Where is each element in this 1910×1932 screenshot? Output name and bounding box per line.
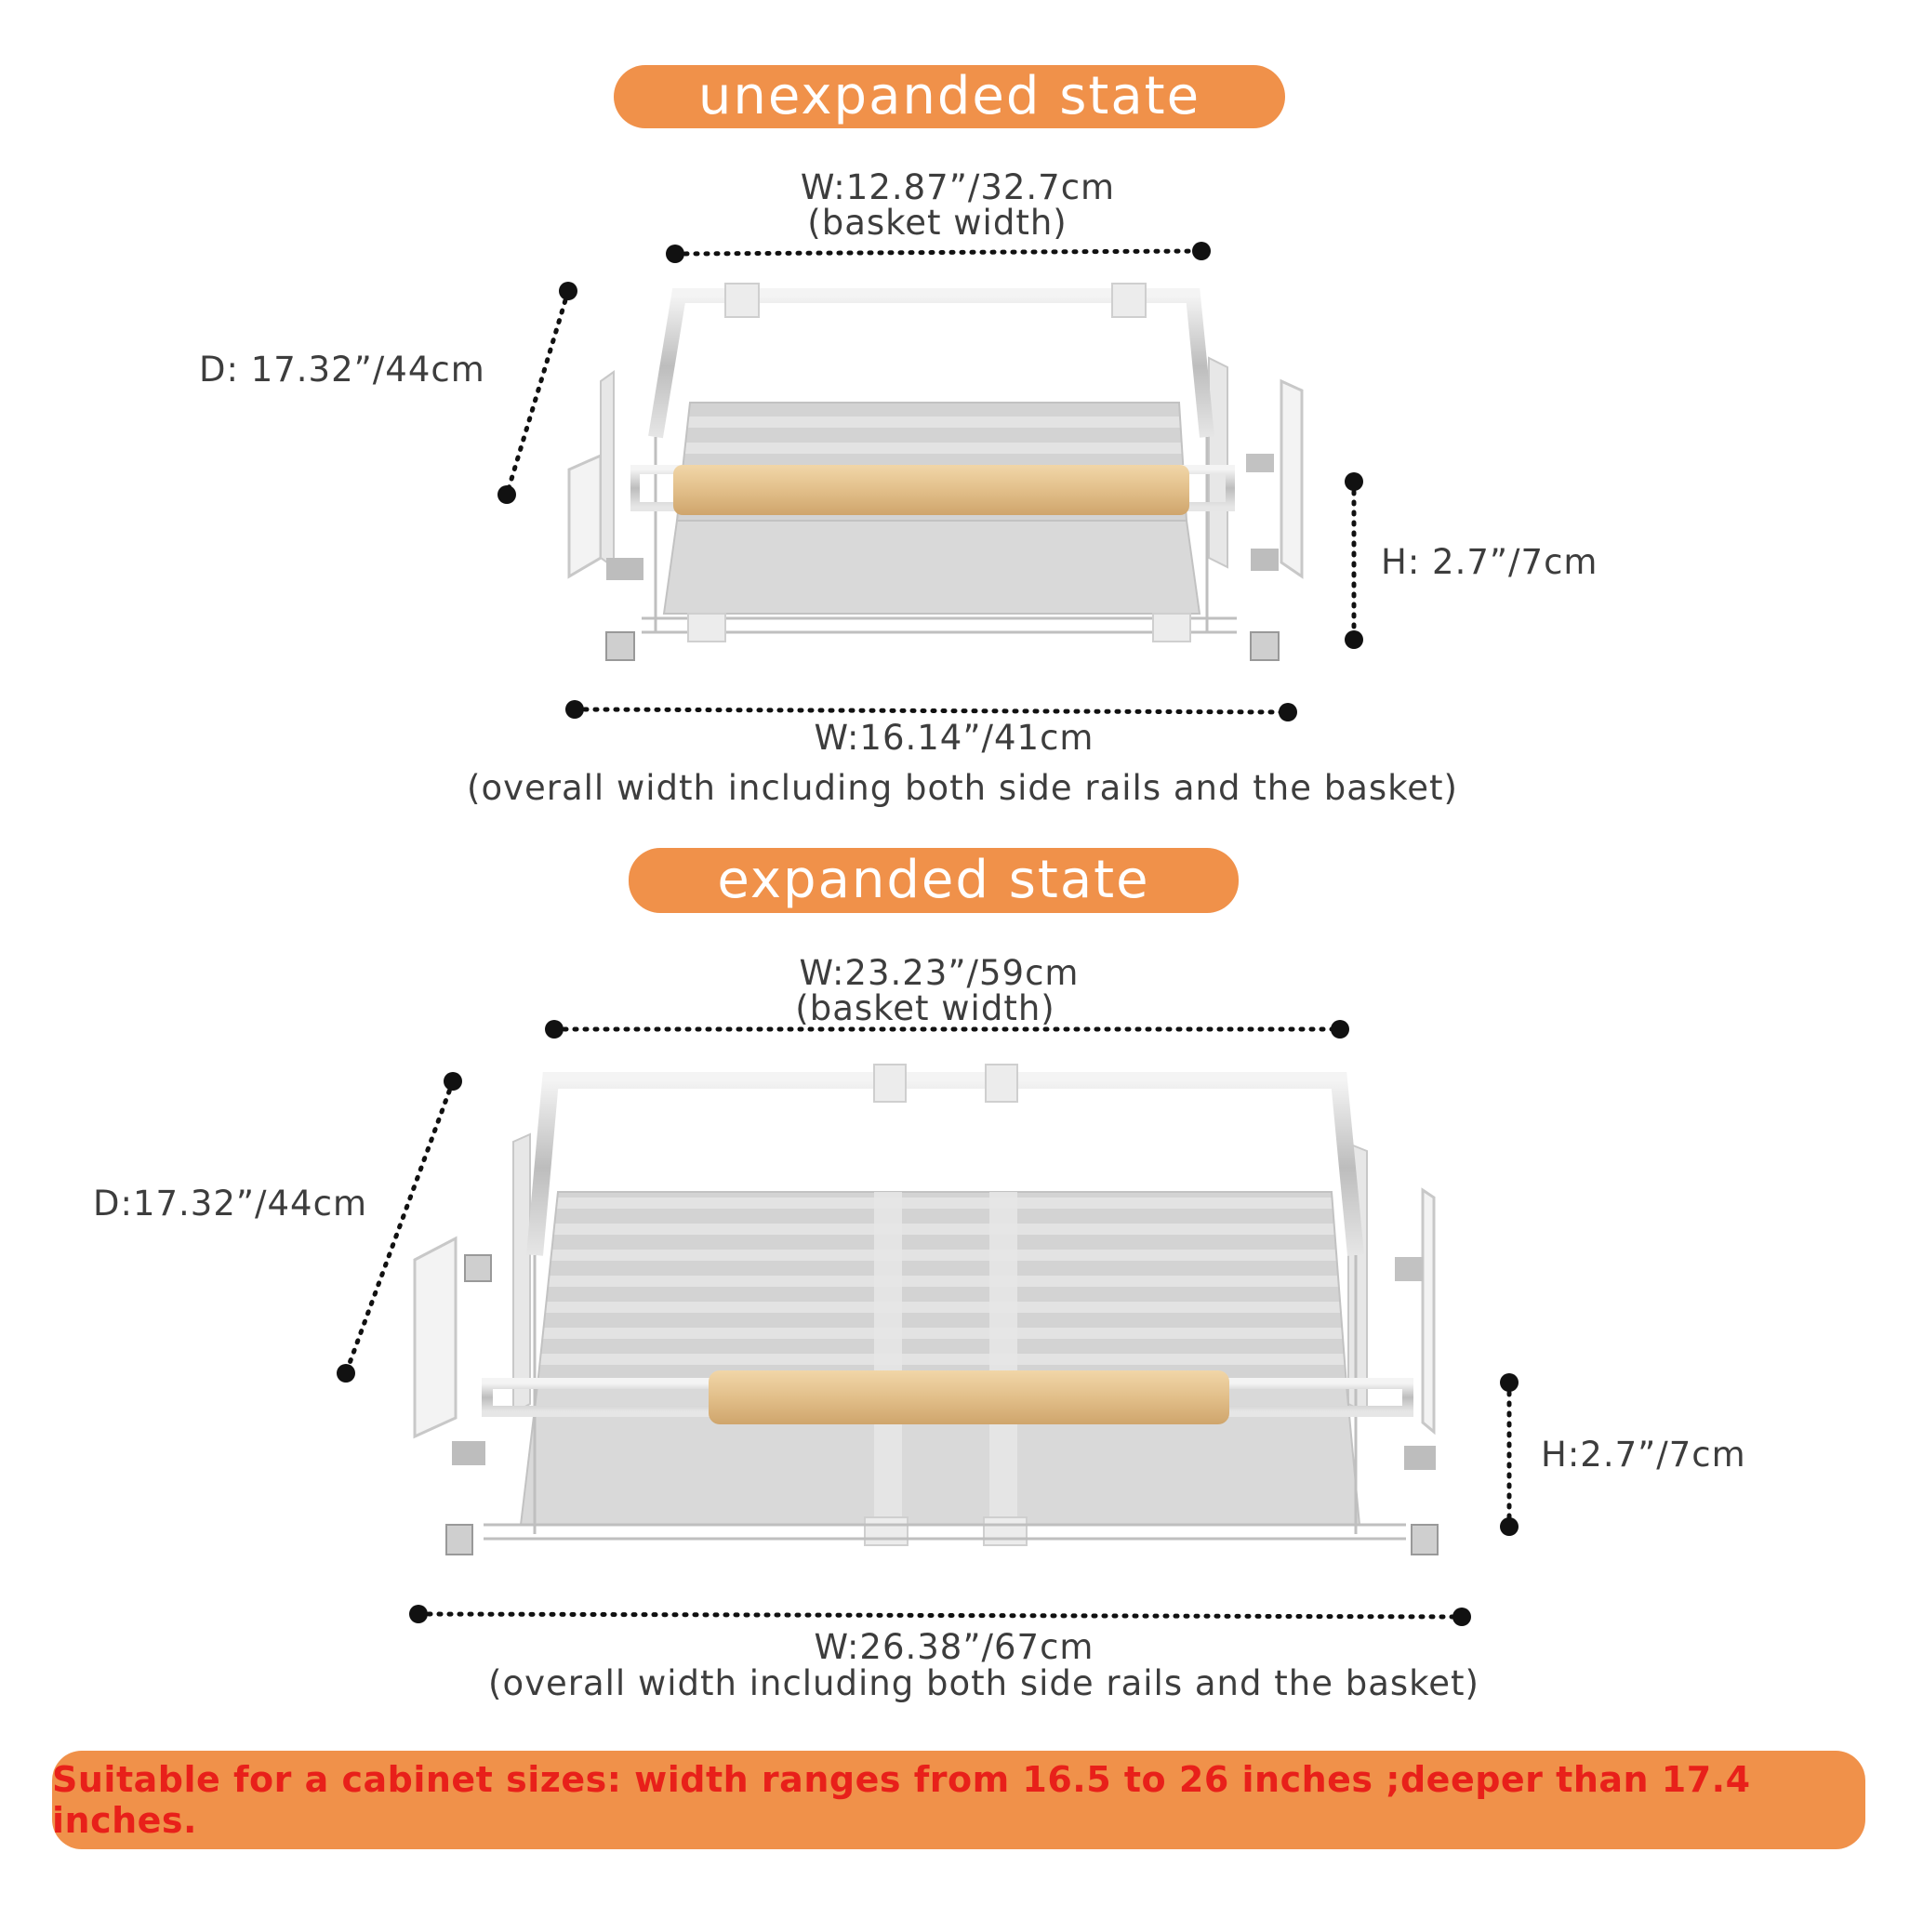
expanded-overall-width-line [416,1611,1465,1620]
unexpanded-depth-line [504,288,571,497]
expanded-depth-label: D:17.32”/44cm [93,1184,367,1224]
unexpanded-state-header: unexpanded state [614,65,1285,128]
unexpanded-height-label: H: 2.7”/7cm [1381,542,1598,582]
expanded-depth-line [343,1078,456,1376]
expanded-basket-width-label: W:23.23”/59cm [799,953,1080,993]
cabinet-size-note: Suitable for a cabinet sizes: width rang… [52,1759,1751,1841]
unexpanded-state-title: unexpanded state [697,66,1201,126]
expanded-basket-width-note: (basket width) [795,988,1055,1028]
unexpanded-basket-width-note: (basket width) [807,203,1068,243]
expanded-overall-width-note: (overall width including both side rails… [488,1663,1479,1703]
unexpanded-basket-illustration [567,283,1304,661]
expanded-state-header: expanded state [629,848,1239,913]
expanded-basket-illustration [413,1064,1439,1555]
expanded-height-label: H:2.7”/7cm [1541,1435,1746,1475]
expanded-state-title: expanded state [717,850,1150,910]
unexpanded-overall-width-label: W:16.14”/41cm [814,718,1094,758]
unexpanded-overall-width-line [572,707,1291,715]
unexpanded-basket-width-line [672,248,1204,257]
unexpanded-basket-width-label: W:12.87”/32.7cm [800,167,1116,207]
cabinet-size-banner: Suitable for a cabinet sizes: width rang… [52,1751,1865,1849]
unexpanded-overall-width-note: (overall width including both side rails… [467,768,1458,808]
unexpanded-depth-label: D: 17.32”/44cm [199,350,485,390]
expanded-overall-width-label: W:26.38”/67cm [814,1627,1094,1667]
